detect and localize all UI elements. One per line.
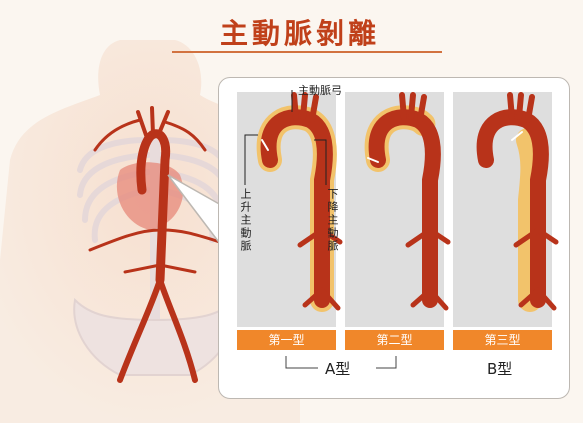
type3-badge: 第三型 [453, 330, 552, 350]
type3-aorta [476, 92, 559, 312]
label-descending-aorta: 下降主動脈 [326, 188, 339, 253]
page-title: 主動脈剝離 [219, 17, 380, 50]
type2-aorta [364, 92, 451, 312]
a-type-bracket [285, 356, 397, 369]
type1-aorta [256, 92, 343, 312]
body-aorta [88, 106, 232, 383]
group-b-label: B型 [487, 360, 513, 378]
group-a-label: A型 [325, 360, 351, 378]
type1-badge: 第一型 [237, 330, 336, 350]
type2-badge: 第二型 [345, 330, 444, 350]
label-ascending-aorta: 上升主動脈 [239, 188, 252, 253]
title-underline [172, 51, 442, 53]
leader-lines [244, 90, 327, 185]
label-aortic-arch: 主動脈弓 [298, 84, 342, 97]
